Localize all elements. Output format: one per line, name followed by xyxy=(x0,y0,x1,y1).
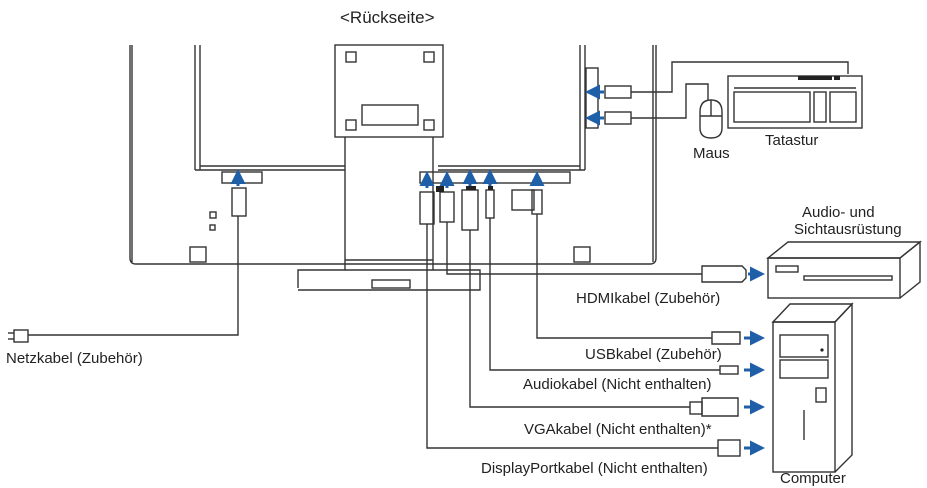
computer-label: Computer xyxy=(780,470,846,487)
power-cable-label: Netzkabel (Zubehör) xyxy=(6,350,143,367)
keyboard-label: Tatastur xyxy=(765,132,819,149)
av-equipment xyxy=(766,240,922,299)
vga-cable-label: VGAkabel (Nicht enthalten)* xyxy=(524,421,712,438)
vga-cable xyxy=(461,189,739,417)
usb-cable xyxy=(531,189,741,345)
mouse xyxy=(699,99,723,139)
av-equipment-label-line1: Audio- und xyxy=(802,204,875,221)
hdmi-cable-label: HDMIkabel (Zubehör) xyxy=(576,290,721,307)
mouse-cable xyxy=(604,83,709,125)
keyboard xyxy=(727,75,863,129)
computer-tower xyxy=(771,302,854,473)
connection-arrows xyxy=(230,84,765,456)
audio-cable-label: Audiokabel (Nicht enthalten) xyxy=(523,376,712,393)
power-cable xyxy=(8,187,247,343)
keyboard-cable xyxy=(604,61,849,99)
displayport-cable-label: DisplayPortkabel (Nicht enthalten) xyxy=(481,460,708,477)
mouse-label: Maus xyxy=(693,145,730,162)
usb-cable-label: USBkabel (Zubehör) xyxy=(585,346,722,363)
hdmi-cable xyxy=(439,191,747,283)
av-equipment-label-line2: Sichtausrüstung xyxy=(794,221,902,238)
diagram-title: <Rückseite> xyxy=(340,8,435,27)
displayport-cable xyxy=(419,191,741,457)
monitor-rear xyxy=(129,44,657,291)
